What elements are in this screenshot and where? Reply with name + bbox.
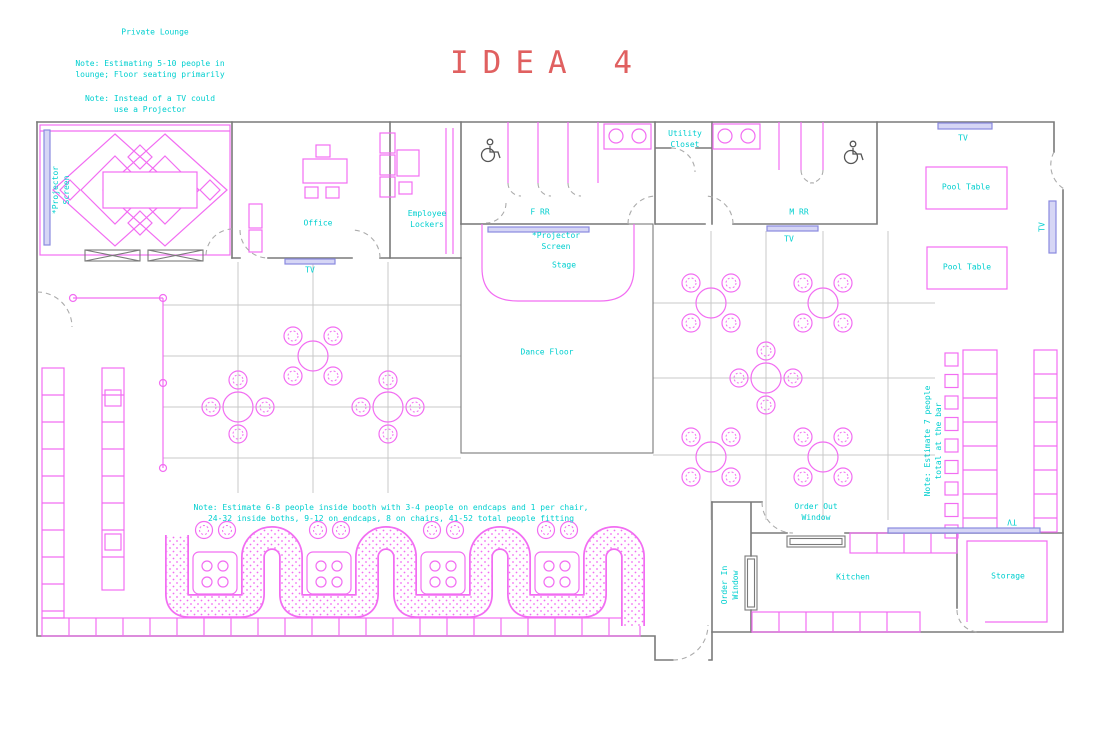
accessible-icon xyxy=(480,138,501,163)
bar-stools xyxy=(944,352,959,539)
label-storage-tv: TV xyxy=(1007,517,1017,527)
bar-counters xyxy=(944,349,1058,539)
label-m-rr: M RR xyxy=(789,207,809,217)
tv-screens xyxy=(284,122,1057,534)
dance-floor-outline xyxy=(460,223,654,454)
office-furniture xyxy=(248,144,348,253)
mrr-tv xyxy=(766,225,819,232)
label-mrr-tv: TV xyxy=(784,234,794,244)
door-arcs xyxy=(36,147,1067,661)
label-dance-floor: Dance Floor xyxy=(520,347,574,357)
stage-projector-screen xyxy=(487,226,590,233)
gameroom-tv xyxy=(937,122,993,130)
label-private-lounge: Private Lounge xyxy=(121,27,189,37)
right-wall-tv xyxy=(1048,200,1057,254)
accessible-icon xyxy=(843,140,864,165)
order-out-window xyxy=(786,535,846,548)
label-lounge-projector-screen: *Projector Screen xyxy=(51,165,71,215)
label-utility-closet: Utility Closet xyxy=(668,129,702,149)
railing xyxy=(68,293,168,473)
lounge-windows xyxy=(84,249,204,262)
label-employee-lockers: Employee Lockers xyxy=(407,209,447,229)
label-pool-table-1: Pool Table xyxy=(941,182,991,192)
booth-seating xyxy=(165,520,645,626)
label-office-tv: TV xyxy=(305,265,315,275)
lounge-projector-screen xyxy=(43,129,51,246)
restroom-fixtures xyxy=(480,122,864,183)
office-tv xyxy=(284,258,336,265)
storage-wall-tv xyxy=(887,527,1041,534)
lounge-table xyxy=(102,171,198,209)
locker-room-fixtures xyxy=(379,128,454,254)
note-bar-capacity: Note: Estimate 7 people total at the bar xyxy=(923,385,943,497)
column-grid xyxy=(163,231,935,520)
label-right-wall-tv: TV xyxy=(1037,222,1047,232)
note-lounge-capacity: Note: Estimating 5-10 people in lounge; … xyxy=(75,59,225,79)
pool-tables xyxy=(925,166,1008,290)
booth-tables xyxy=(192,551,580,595)
order-in-window xyxy=(744,555,758,611)
private-lounge-room xyxy=(39,124,231,262)
label-stage: Stage xyxy=(551,260,577,270)
page-title: IDEA 4 xyxy=(450,45,646,81)
label-storage: Storage xyxy=(991,571,1025,581)
note-lounge-projector: Note: Instead of a TV could use a Projec… xyxy=(84,94,216,114)
kitchen-fixtures xyxy=(744,532,958,633)
note-booth-capacity: Note: Estimate 6-8 people inside booth w… xyxy=(193,503,589,523)
storage-fixtures xyxy=(966,540,1048,623)
label-kitchen: Kitchen xyxy=(836,572,870,582)
stage-area xyxy=(460,223,654,454)
booth-chairs xyxy=(194,520,579,540)
label-office: Office xyxy=(303,218,333,228)
label-f-rr: F RR xyxy=(530,207,550,217)
label-order-in-window: Order In Window xyxy=(720,565,740,605)
label-pool-table-2: Pool Table xyxy=(942,262,992,272)
label-order-out-window: Order Out Window xyxy=(794,502,838,522)
dining-tables xyxy=(201,273,853,487)
label-gameroom-tv: TV xyxy=(958,133,968,143)
label-stage-projector-screen: *Projector Screen xyxy=(531,231,581,251)
